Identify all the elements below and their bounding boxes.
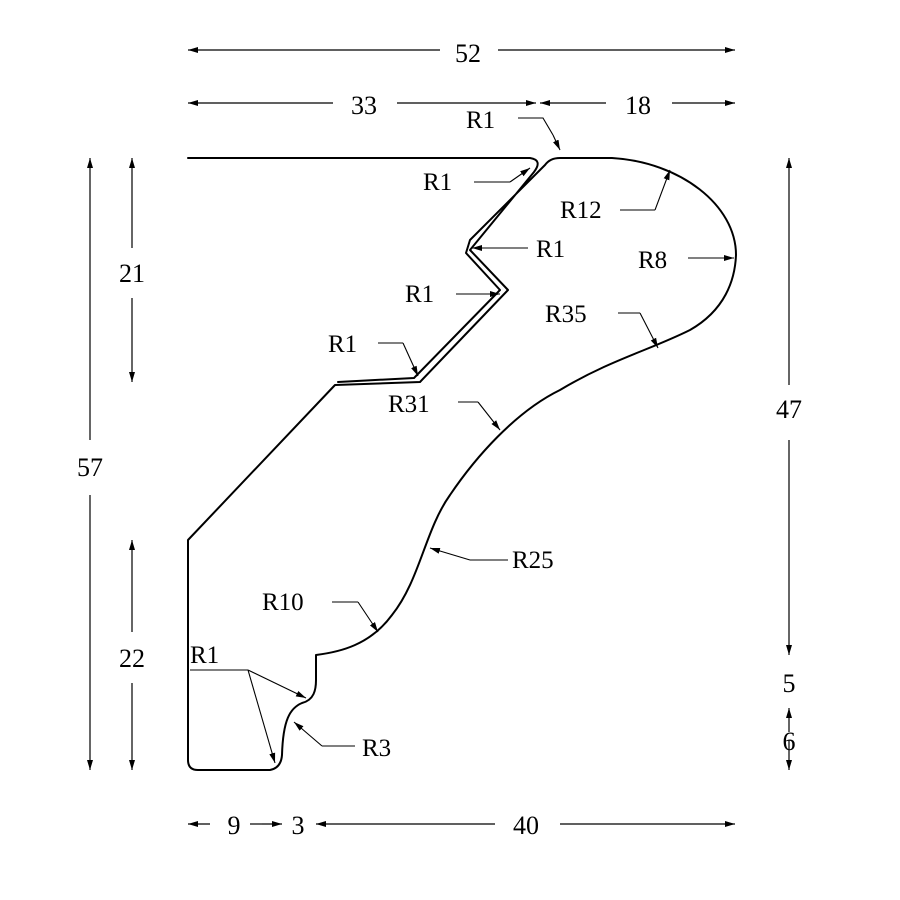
callout-r12-label: R12 bbox=[560, 197, 602, 224]
callout-r1-v-tip-label: R1 bbox=[536, 236, 565, 263]
callout-r35-label: R35 bbox=[545, 301, 587, 328]
dim-right-mid-height-label: 5 bbox=[783, 669, 796, 698]
dim-bottom-c: 40 bbox=[316, 811, 735, 840]
dim-right-upper-height-label: 47 bbox=[776, 395, 802, 424]
callout-r3: R3 bbox=[293, 721, 391, 762]
callout-r1-step-label: R1 bbox=[328, 331, 357, 358]
dim-left-lower-height-label: 22 bbox=[119, 644, 145, 673]
dim-right-lower-height: 6 bbox=[783, 708, 796, 770]
dim-top-left-width-label: 33 bbox=[351, 91, 377, 120]
dim-overall-height: 57 bbox=[77, 158, 103, 770]
dim-bottom-b-label: 3 bbox=[292, 811, 305, 840]
callout-r10: R10 bbox=[262, 589, 379, 633]
callout-r12: R12 bbox=[560, 169, 671, 224]
callout-r1-top-label: R1 bbox=[466, 107, 495, 134]
dim-bottom-c-label: 40 bbox=[513, 811, 539, 840]
dim-left-upper-height-label: 21 bbox=[119, 259, 145, 288]
dim-bottom-a: 9 bbox=[188, 811, 262, 840]
callout-r31: R31 bbox=[388, 391, 501, 431]
dim-overall-width-label: 52 bbox=[455, 39, 481, 68]
dim-right-upper-height: 47 bbox=[776, 158, 802, 655]
callout-r3-label: R3 bbox=[362, 735, 391, 762]
dim-left-upper-height: 21 bbox=[119, 158, 145, 382]
dim-bottom-a-label: 9 bbox=[228, 811, 241, 840]
callout-r1-step: R1 bbox=[328, 331, 419, 377]
dim-overall-width: 52 bbox=[188, 39, 735, 68]
callout-r1-bottom: R1 bbox=[190, 642, 307, 764]
dim-top-left-width: 33 bbox=[188, 91, 536, 120]
dim-right-mid-height: 5 bbox=[783, 669, 796, 698]
callout-r25: R25 bbox=[429, 547, 554, 574]
profile-outline bbox=[187, 157, 737, 771]
callout-r1-v-tip: R1 bbox=[472, 236, 565, 263]
dim-bottom-b: 3 bbox=[262, 811, 305, 840]
dim-left-lower-height: 22 bbox=[119, 540, 145, 770]
callout-r35: R35 bbox=[545, 301, 659, 349]
callout-r10-label: R10 bbox=[262, 589, 304, 616]
dim-overall-height-label: 57 bbox=[77, 453, 103, 482]
callout-r1-top: R1 bbox=[466, 107, 561, 151]
callout-r1-notch-outer: R1 bbox=[423, 167, 531, 196]
dim-right-lower-height-label: 6 bbox=[783, 727, 796, 756]
callout-r1-notch-outer-label: R1 bbox=[423, 169, 452, 196]
callout-r1-bottom-label: R1 bbox=[190, 642, 219, 669]
dim-top-right-width: 18 bbox=[540, 91, 735, 120]
callout-r1-v-inner-label: R1 bbox=[405, 281, 434, 308]
callout-r8-label: R8 bbox=[638, 247, 667, 274]
callout-r25-label: R25 bbox=[512, 547, 554, 574]
callout-r31-label: R31 bbox=[388, 391, 430, 418]
callout-r1-v-inner: R1 bbox=[405, 281, 500, 308]
dim-top-right-width-label: 18 bbox=[625, 91, 651, 120]
callout-r8: R8 bbox=[638, 247, 734, 274]
